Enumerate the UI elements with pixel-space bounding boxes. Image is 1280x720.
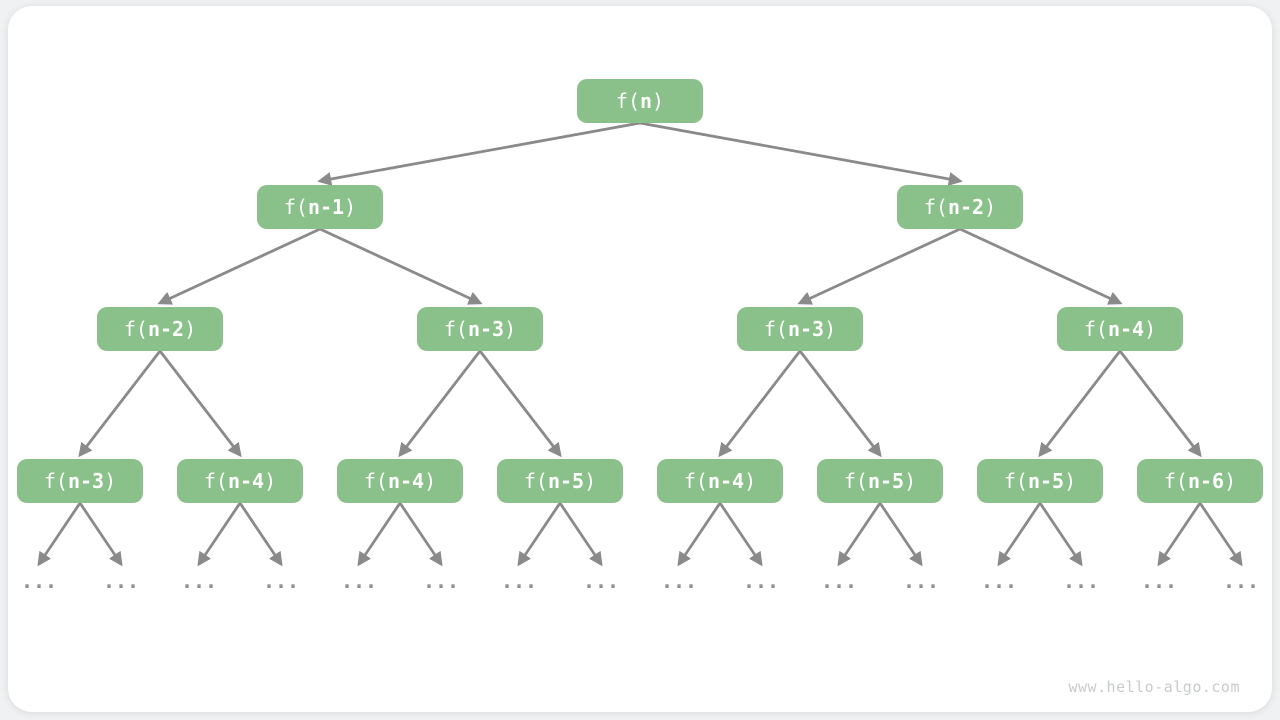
- ellipsis-leaf: ...: [21, 569, 57, 593]
- ellipsis-leaf: ...: [181, 569, 217, 593]
- tree-node-box: [497, 459, 623, 503]
- watermark: www.hello-algo.com: [1068, 678, 1240, 696]
- edge-arrow: [997, 502, 1042, 567]
- ellipsis-leaf: ...: [661, 569, 697, 593]
- tree-node-box: [1137, 459, 1263, 503]
- ellipsis-leaf: ...: [341, 569, 377, 593]
- ellipsis-leaf: ...: [1141, 569, 1177, 593]
- edge-arrow: [197, 502, 242, 567]
- tree-node-label: f(n-4): [684, 469, 756, 493]
- tree-node-label: f(n-6): [1164, 469, 1236, 493]
- tree-node: f(n-6): [1137, 459, 1263, 503]
- edge-arrow: [1038, 502, 1083, 567]
- tree-node: f(n-4): [657, 459, 783, 503]
- tree-node-label: f(n-5): [844, 469, 916, 493]
- edge-arrow: [558, 502, 603, 567]
- edge-arrow: [398, 350, 482, 458]
- edge-arrow: [238, 502, 283, 567]
- tree-node-box: [577, 79, 703, 123]
- ellipsis-leaf: ...: [423, 569, 459, 593]
- tree-node-box: [977, 459, 1103, 503]
- edge-arrow: [157, 227, 321, 305]
- edge-arrow: [478, 350, 562, 458]
- tree-node-label: f(n-4): [204, 469, 276, 493]
- tree-node-box: [97, 307, 223, 351]
- edge-arrow: [517, 502, 562, 567]
- tree-node: f(n-5): [817, 459, 943, 503]
- tree-node-label: f(n-5): [1004, 469, 1076, 493]
- ellipsis-leaf: ...: [103, 569, 139, 593]
- edge-arrow: [37, 502, 82, 567]
- edge-arrow: [1038, 350, 1122, 458]
- edge-arrow: [1118, 350, 1202, 458]
- tree-node-box: [257, 185, 383, 229]
- ellipsis-leaf: ...: [1223, 569, 1259, 593]
- tree-node-box: [337, 459, 463, 503]
- tree-node: f(n-3): [737, 307, 863, 351]
- edge-arrow: [798, 350, 882, 458]
- edge-arrow: [1157, 502, 1202, 567]
- tree-node: f(n-3): [17, 459, 143, 503]
- tree-node: f(n-4): [177, 459, 303, 503]
- ellipsis-leaf: ...: [1063, 569, 1099, 593]
- edge-arrow: [78, 350, 162, 458]
- edge-arrow: [639, 121, 963, 186]
- edge-arrow: [158, 350, 242, 458]
- edge-arrow: [1198, 502, 1243, 567]
- ellipsis-leaf: ...: [501, 569, 537, 593]
- tree-node-label: f(n-1): [284, 195, 356, 219]
- tree-node-label: f(n-5): [524, 469, 596, 493]
- edge-arrow: [837, 502, 882, 567]
- tree-node-box: [417, 307, 543, 351]
- tree-node: f(n-2): [897, 185, 1023, 229]
- tree-node: f(n-5): [977, 459, 1103, 503]
- tree-node: f(n-2): [97, 307, 223, 351]
- tree-node: f(n-1): [257, 185, 383, 229]
- edge-arrow: [319, 227, 483, 305]
- tree-node-box: [1057, 307, 1183, 351]
- tree-node-label: f(n-2): [124, 317, 196, 341]
- tree-node-label: f(n-2): [924, 195, 996, 219]
- edge-arrow: [959, 227, 1123, 305]
- tree-node-box: [177, 459, 303, 503]
- ellipsis-leaf: ...: [583, 569, 619, 593]
- tree-node: f(n): [577, 79, 703, 123]
- edges-layer: [37, 121, 1243, 567]
- edge-arrow: [878, 502, 923, 567]
- tree-node: f(n-5): [497, 459, 623, 503]
- tree-node-box: [657, 459, 783, 503]
- edge-arrow: [317, 121, 641, 186]
- tree-node-box: [897, 185, 1023, 229]
- tree-node-box: [817, 459, 943, 503]
- nodes-layer: ...... f(n-3)...... f(n-4) f(n-2)...... f(n-…: [17, 79, 1263, 593]
- tree-node-label: f(n-4): [364, 469, 436, 493]
- tree-node-label: f(n): [616, 89, 664, 113]
- edge-arrow: [718, 350, 802, 458]
- edge-arrow: [78, 502, 123, 567]
- edge-arrow: [357, 502, 402, 567]
- tree-node: f(n-3): [417, 307, 543, 351]
- edge-arrow: [797, 227, 961, 305]
- ellipsis-leaf: ...: [981, 569, 1017, 593]
- tree-node: f(n-4): [1057, 307, 1183, 351]
- edge-arrow: [718, 502, 763, 567]
- ellipsis-leaf: ...: [903, 569, 939, 593]
- tree-node-label: f(n-3): [444, 317, 516, 341]
- tree-node-label: f(n-4): [1084, 317, 1156, 341]
- ellipsis-leaf: ...: [821, 569, 857, 593]
- ellipsis-leaf: ...: [743, 569, 779, 593]
- ellipsis-leaf: ...: [263, 569, 299, 593]
- tree-node-box: [17, 459, 143, 503]
- tree-node-label: f(n-3): [764, 317, 836, 341]
- tree-node-box: [737, 307, 863, 351]
- tree-node-label: f(n-3): [44, 469, 116, 493]
- edge-arrow: [677, 502, 722, 567]
- tree-node: f(n-4): [337, 459, 463, 503]
- edge-arrow: [398, 502, 443, 567]
